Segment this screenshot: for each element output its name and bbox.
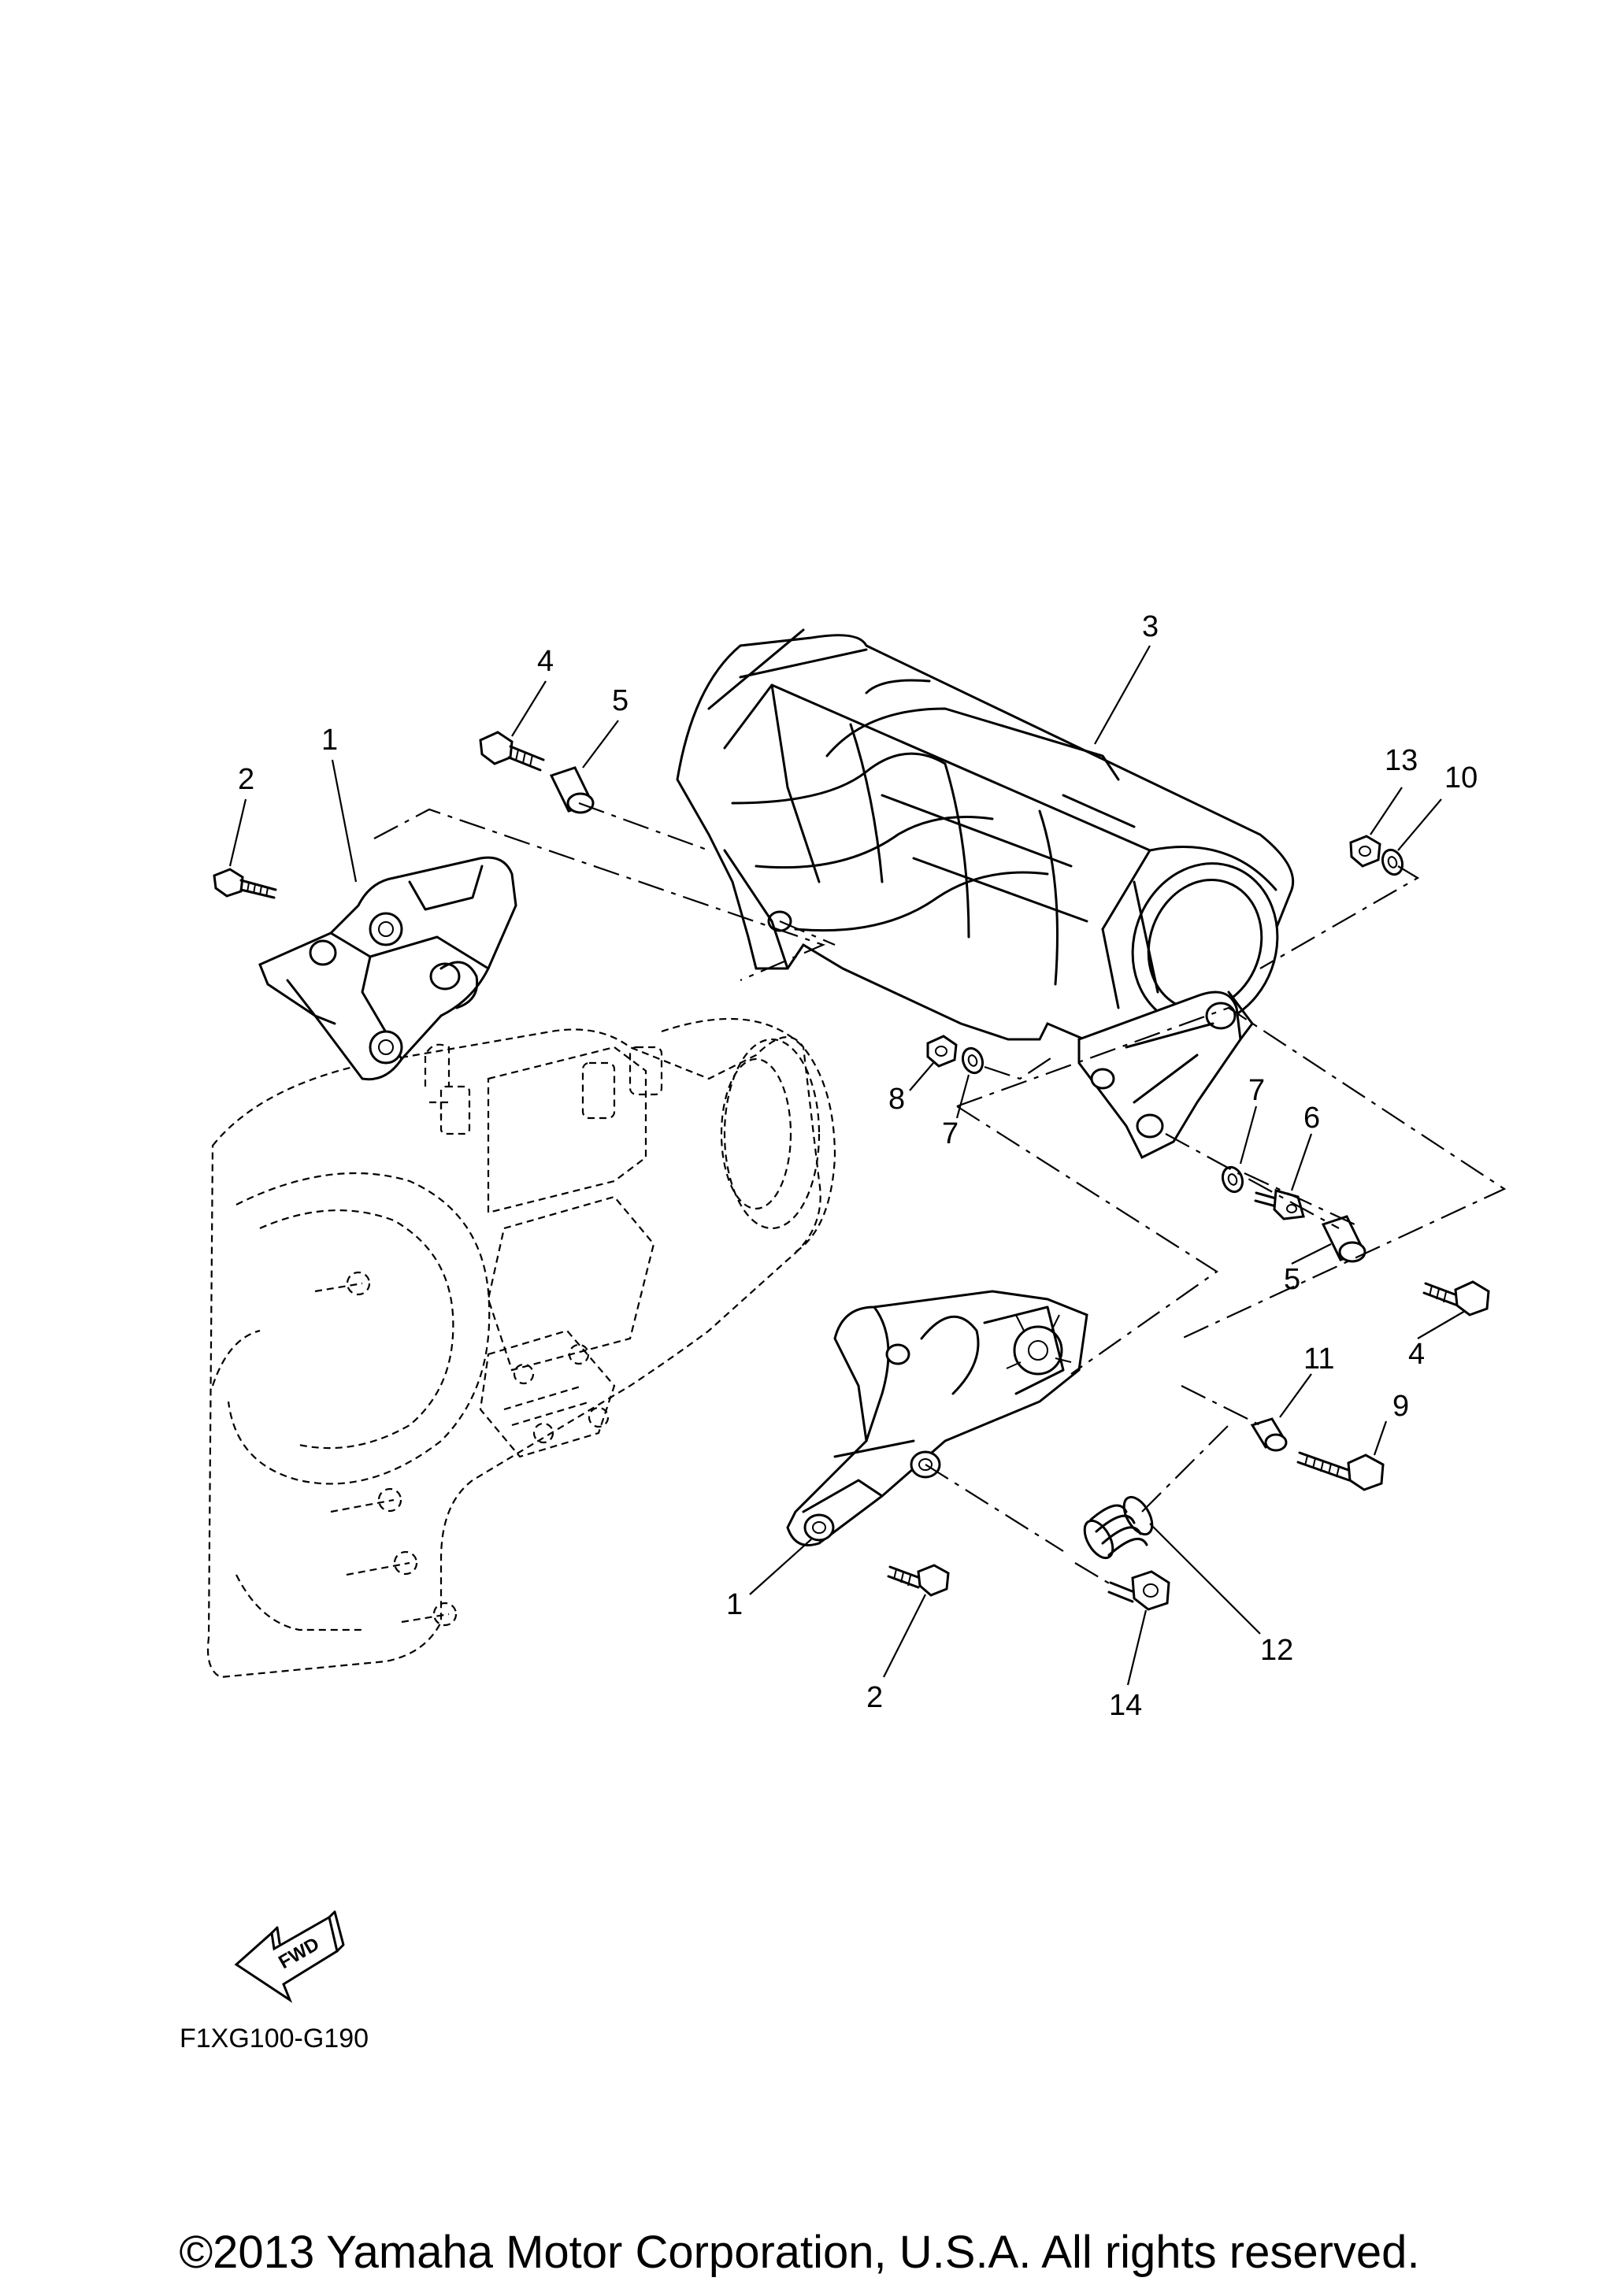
jet-pump-housing-ghost [206,1017,836,1679]
callout-6: 6 [1303,1102,1320,1135]
callout-3: 3 [1142,610,1159,643]
callout-labels: 1 2 4 5 3 13 10 8 7 7 6 5 4 11 9 1 2 14 … [238,610,1478,1722]
callout-1-upper: 1 [321,724,338,757]
callout-7-right: 7 [1248,1074,1265,1107]
washer-7-upper [961,1046,984,1075]
bolt-2-upper [213,868,277,899]
grate-rear-bracket [1077,991,1242,1160]
callout-4-lower: 4 [1408,1338,1425,1371]
callout-2-upper: 2 [238,763,254,796]
nut-13 [1349,835,1381,868]
lower-mount-bracket [786,1290,1088,1546]
callout-14: 14 [1109,1689,1142,1722]
diagram-code: F1XG100-G190 [180,2024,369,2053]
washer-7-lower [1221,1165,1244,1194]
callout-5-upper: 5 [612,684,629,717]
upper-left-mount-bracket [258,856,517,1081]
callout-13: 13 [1385,744,1418,777]
bolt-4-lower [1422,1280,1490,1316]
intake-grate [676,628,1295,1057]
assembly-lines [373,802,1507,1585]
copyright-notice: ©2013 Yamaha Motor Corporation, U.S.A. A… [179,2227,1419,2278]
bolt-2-lower [887,1564,950,1597]
bolt-9 [1296,1451,1385,1491]
callout-7-left: 7 [942,1117,959,1150]
callout-12: 12 [1260,1634,1293,1667]
fwd-arrow-icon: FWD [234,1910,345,2003]
callout-10: 10 [1444,761,1478,794]
bolt-4-upper [479,731,545,772]
callout-11: 11 [1303,1342,1334,1376]
leader-lines [228,645,1466,1686]
callout-5-lower: 5 [1284,1263,1300,1296]
callout-8: 8 [888,1083,905,1116]
collar-5-lower [1321,1215,1366,1263]
callout-1-lower: 1 [726,1588,743,1621]
callout-2-lower: 2 [866,1681,883,1714]
callout-4-upper: 4 [537,645,554,678]
washer-10 [1381,848,1404,876]
bolt-14 [1107,1570,1170,1611]
nut-8 [926,1035,958,1068]
callout-9: 9 [1392,1390,1409,1423]
spring-12 [1083,1495,1154,1560]
collar-11 [1250,1417,1288,1452]
